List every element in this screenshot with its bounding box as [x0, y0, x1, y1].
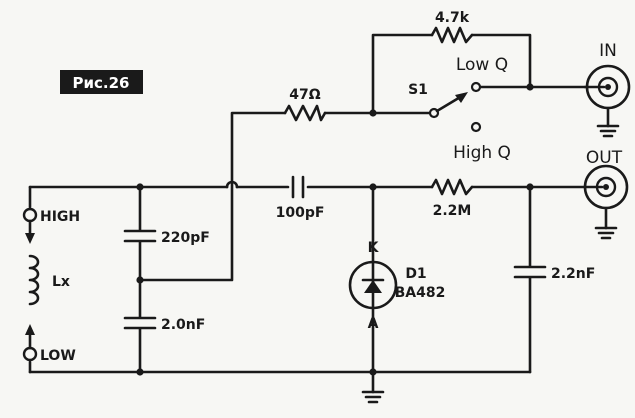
- switch-low-q-label: Low Q: [456, 55, 508, 75]
- figure-tag-text: Рис.26: [73, 74, 130, 92]
- inductor-lx: Lx: [28, 254, 70, 306]
- figure-tag: Рис.26: [60, 70, 143, 94]
- connector-out: OUT: [583, 148, 629, 230]
- capacitor-220pf-label: 220pF: [161, 230, 210, 246]
- resistor-2m2: 2.2M: [430, 178, 474, 219]
- junction-dots: [136, 83, 534, 376]
- switch-s1-label: S1: [408, 82, 428, 98]
- capacitor-220pf: 220pF: [123, 229, 210, 246]
- resistor-47ohm-label: 47Ω: [289, 87, 320, 103]
- connector-in-label: IN: [599, 41, 617, 61]
- terminal-high: HIGH: [22, 207, 80, 244]
- switch-high-q-label: High Q: [453, 143, 511, 163]
- connector-in: IN: [583, 41, 631, 128]
- resistor-4k7: 4.7k: [430, 10, 474, 44]
- terminal-high-label: HIGH: [40, 209, 80, 225]
- ground-icon: [596, 124, 620, 138]
- resistor-47ohm: 47Ω: [283, 87, 327, 122]
- resistor-4k7-label: 4.7k: [435, 10, 470, 26]
- connector-out-label: OUT: [586, 148, 623, 168]
- capacitor-2n2f-label: 2.2nF: [551, 266, 595, 282]
- ground-icon: [361, 390, 385, 404]
- capacitor-2n2f: 2.2nF: [513, 265, 595, 282]
- capacitor-2n0f: 2.0nF: [123, 316, 205, 333]
- capacitor-100pf: 100pF: [276, 175, 325, 221]
- resistor-2m2-label: 2.2M: [433, 203, 472, 219]
- ground-icon: [594, 226, 618, 240]
- inductor-lx-label: Lx: [52, 274, 70, 290]
- capacitor-100pf-label: 100pF: [276, 205, 325, 221]
- terminal-low-label: LOW: [40, 348, 76, 364]
- switch-s1: S1 Low Q High Q: [408, 55, 511, 163]
- terminal-low: LOW: [22, 324, 76, 364]
- diode-part-label: BA482: [395, 285, 446, 301]
- diode-d1: K A D1 BA482: [348, 240, 446, 332]
- capacitor-2n0f-label: 2.0nF: [161, 317, 205, 333]
- diode-cathode-label: K: [368, 240, 380, 256]
- diode-ref-label: D1: [405, 266, 426, 282]
- diode-anode-label: A: [368, 316, 379, 332]
